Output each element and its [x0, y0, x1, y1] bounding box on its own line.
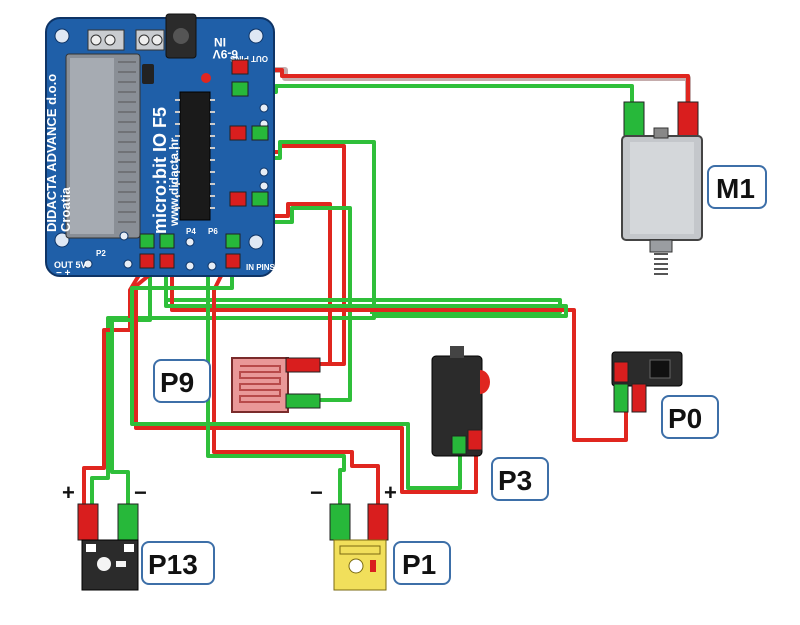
component-p3	[431, 346, 490, 457]
svg-text:− +: − +	[56, 268, 71, 279]
wire-m1-green	[250, 84, 634, 108]
p1-minus-sign: −	[310, 480, 323, 505]
board-p2: P2	[96, 249, 106, 258]
label-p13: P13	[141, 541, 215, 585]
board-voltage: 6-9V	[213, 47, 238, 61]
motor-m1	[621, 101, 703, 275]
board-out-pins: OUT PINS	[230, 54, 268, 63]
board-website: www.didacta.hr	[167, 137, 181, 227]
microbit-board: DIDACTA ADVANCE d.o.o Croatia micro:bit …	[44, 13, 276, 279]
label-p0-text: P0	[668, 403, 702, 434]
p1-plus-sign: +	[384, 480, 397, 505]
label-p1-text: P1	[402, 549, 436, 580]
label-p0: P0	[661, 395, 719, 439]
wire-p13-green	[110, 262, 152, 505]
board-in-pins: IN PINS	[246, 263, 276, 272]
component-p9	[231, 357, 321, 413]
label-p3: P3	[491, 457, 549, 501]
label-p1: P1	[393, 541, 451, 585]
board-company: DIDACTA ADVANCE d.o.o	[44, 74, 59, 232]
board-in-label: IN	[214, 35, 226, 49]
board-plugs	[139, 59, 269, 269]
label-p13-text: P13	[148, 549, 198, 580]
board-p6: P6	[208, 227, 218, 236]
label-p9: P9	[153, 359, 211, 403]
component-p1	[329, 503, 389, 591]
label-p9-text: P9	[160, 367, 194, 398]
label-p3-text: P3	[498, 465, 532, 496]
board-p4: P4	[186, 227, 196, 236]
label-m1-text: M1	[716, 173, 755, 204]
p13-plus-sign: +	[62, 480, 75, 505]
board-model: micro:bit IO F5	[150, 107, 170, 234]
label-m1: M1	[707, 165, 767, 209]
wire-m1-red	[250, 68, 690, 108]
p13-minus-sign: −	[134, 480, 147, 505]
component-p13	[77, 503, 139, 591]
board-country: Croatia	[58, 186, 73, 232]
component-p0	[611, 351, 683, 413]
board-out-5v: OUT 5V	[54, 260, 87, 270]
wire-p0-red	[170, 258, 628, 442]
wire-p3-green-2	[130, 258, 462, 490]
